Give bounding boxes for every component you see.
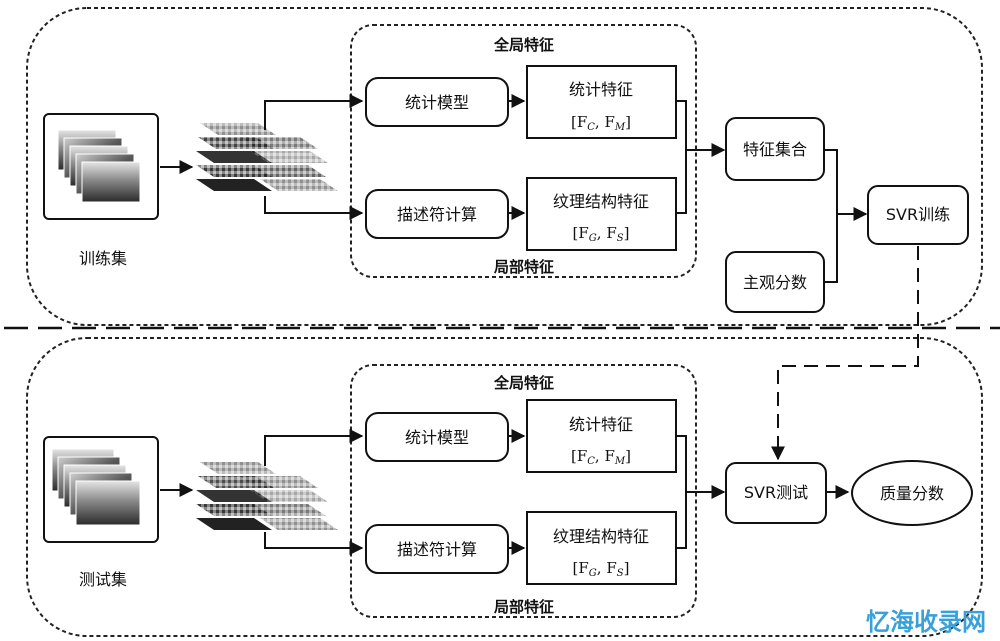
train-texture-feature-label: 纹理结构特征 <box>553 192 649 211</box>
train-stat-feature-label: 统计特征 <box>569 80 633 99</box>
model-transfer-arrow <box>771 246 919 461</box>
train-texture-feature-formula: [FG, FS] <box>573 224 630 244</box>
train-stat-model-box <box>365 77 509 127</box>
test-feature-group <box>350 364 697 618</box>
test-stat-model-label: 统计模型 <box>405 428 469 447</box>
train-stat-model-label: 统计模型 <box>405 93 469 112</box>
test-svr-label: SVR测试 <box>744 483 808 502</box>
train-decomposition-layers <box>196 123 338 191</box>
test-set-label: 测试集 <box>79 570 127 589</box>
train-feature-set-label: 特征集合 <box>743 140 807 159</box>
train-global-feature-label: 全局特征 <box>493 36 554 54</box>
train-local-feature-label: 局部特征 <box>493 258 554 276</box>
test-stat-model-box <box>365 412 509 462</box>
train-feature-set-box <box>725 117 825 181</box>
testing-panel <box>26 337 983 637</box>
test-quality-score-ellipse <box>851 460 973 526</box>
test-descriptor-label: 描述符计算 <box>397 540 477 559</box>
train-svr-box <box>867 185 969 245</box>
train-descriptor-label: 描述符计算 <box>397 205 477 224</box>
watermark-logo: 忆海收录网 <box>866 608 986 636</box>
train-stat-feature-box <box>526 65 677 139</box>
test-global-feature-label: 全局特征 <box>493 374 554 392</box>
train-subjective-score-label: 主观分数 <box>743 273 807 292</box>
train-image-stack <box>43 113 159 220</box>
train-texture-feature-box <box>526 177 677 251</box>
test-svr-box <box>725 462 827 524</box>
test-image-stack <box>43 436 159 543</box>
test-local-feature-label: 局部特征 <box>493 598 554 616</box>
test-texture-feature-formula: [FG, FS] <box>573 559 630 579</box>
training-panel <box>26 7 983 326</box>
test-stat-feature-label: 统计特征 <box>569 415 633 434</box>
test-decomposition-layers <box>196 462 338 530</box>
train-svr-label: SVR训练 <box>886 205 950 224</box>
test-quality-score-label: 质量分数 <box>880 484 944 503</box>
train-set-label: 训练集 <box>79 249 127 268</box>
train-feature-group <box>350 24 697 278</box>
train-descriptor-box <box>365 189 509 239</box>
test-texture-feature-label: 纹理结构特征 <box>553 527 649 546</box>
test-stat-feature-box <box>526 399 677 473</box>
test-descriptor-box <box>365 524 509 574</box>
train-subjective-score-box <box>725 251 825 313</box>
test-texture-feature-box <box>526 511 677 585</box>
